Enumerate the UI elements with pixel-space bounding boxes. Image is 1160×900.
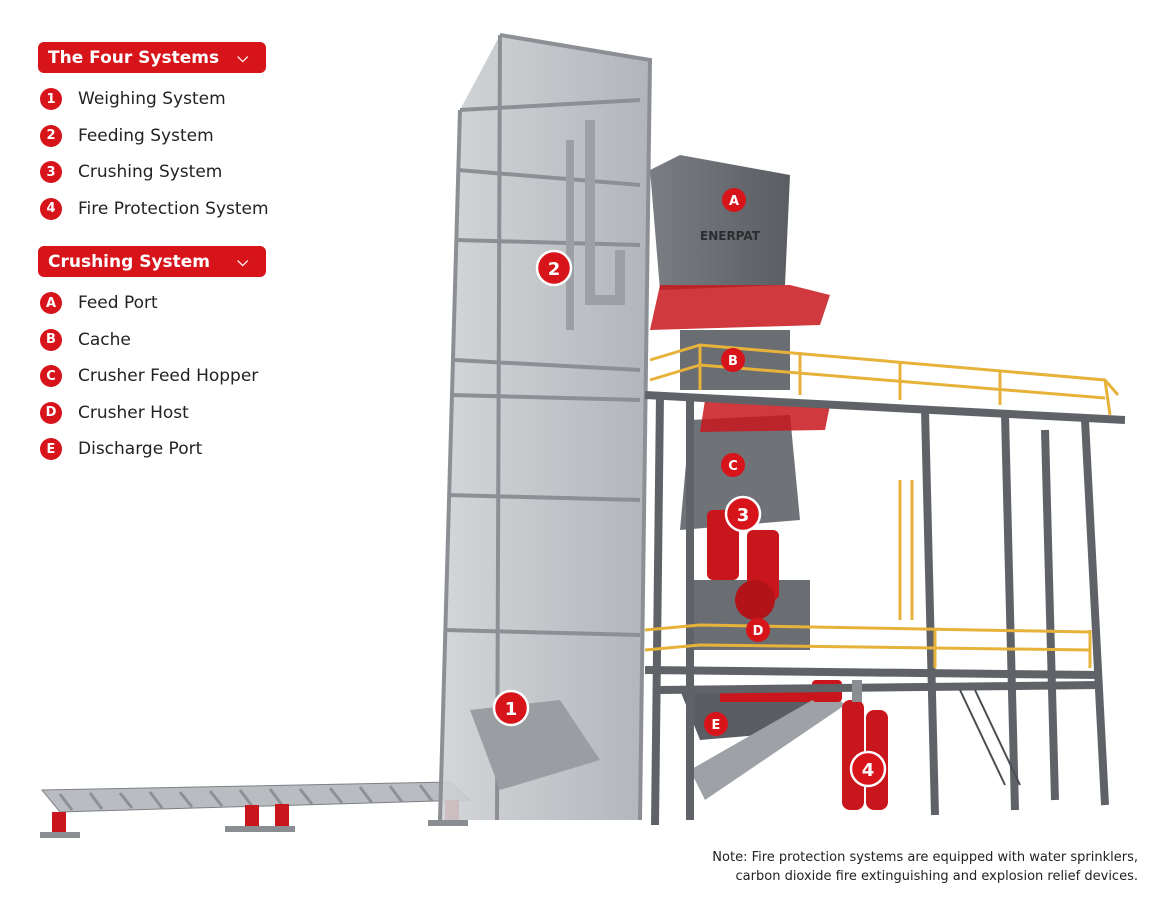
brand-text: ENERPAT <box>700 229 761 243</box>
crushing-system-header: Crushing System ⌵ <box>38 246 266 277</box>
double-chevron-down-icon: ⌵ <box>237 253 248 270</box>
list-item: A Feed Port <box>38 285 298 322</box>
platform-frame <box>644 391 1126 826</box>
callout-c: C <box>721 453 745 477</box>
list-item: C Crusher Feed Hopper <box>38 358 298 395</box>
footnote-line-1: Note: Fire protection systems are equipp… <box>712 850 1138 865</box>
list-item-label: Crusher Feed Hopper <box>78 366 259 387</box>
svg-text:2: 2 <box>548 259 561 280</box>
list-item: D Crusher Host <box>38 395 298 432</box>
callout-a: A <box>722 188 746 212</box>
crushing-system-title: Crushing System <box>48 251 211 272</box>
list-item-label: Discharge Port <box>78 439 203 460</box>
number-badge: 1 <box>40 88 62 111</box>
number-badge: 3 <box>40 161 62 184</box>
footnote-line-2: carbon dioxide fire extinguishing and ex… <box>735 869 1138 884</box>
list-item: 4 Fire Protection System <box>38 191 298 228</box>
callout-1: 1 <box>492 689 530 727</box>
callout-4: 4 <box>849 750 887 788</box>
svg-text:C: C <box>728 459 738 474</box>
svg-text:B: B <box>728 354 738 369</box>
svg-text:4: 4 <box>862 760 875 781</box>
list-item: 1 Weighing System <box>38 81 298 118</box>
svg-text:D: D <box>753 624 764 639</box>
railings <box>644 343 1120 668</box>
letter-badge: A <box>40 292 62 315</box>
svg-text:A: A <box>729 194 739 209</box>
svg-text:3: 3 <box>737 505 750 526</box>
list-item-label: Feeding System <box>78 125 214 146</box>
number-badge: 4 <box>40 197 62 220</box>
letter-badge: E <box>40 438 62 461</box>
crusher-structure <box>650 155 845 800</box>
fire-protection-cylinders <box>842 680 888 810</box>
list-item: 2 Feeding System <box>38 118 298 155</box>
four-systems-list: 1 Weighing System 2 Feeding System 3 Cru… <box>38 81 298 227</box>
list-item-label: Cache <box>78 329 131 350</box>
number-badge: 2 <box>40 124 62 147</box>
four-systems-title: The Four Systems <box>48 47 220 68</box>
letter-badge: B <box>40 328 62 351</box>
feeding-tower <box>438 33 653 821</box>
double-chevron-down-icon: ⌵ <box>237 49 248 66</box>
svg-text:1: 1 <box>505 699 518 720</box>
list-item: E Discharge Port <box>38 431 298 468</box>
list-item-label: Crusher Host <box>78 402 189 423</box>
svg-text:E: E <box>712 718 721 733</box>
list-item-label: Weighing System <box>78 89 226 110</box>
callout-2: 2 <box>535 249 573 287</box>
list-item: 3 Crushing System <box>38 154 298 191</box>
letter-badge: D <box>40 401 62 424</box>
list-item-label: Feed Port <box>78 293 158 314</box>
list-item-label: Fire Protection System <box>78 198 269 219</box>
crushing-system-list: A Feed Port B Cache C Crusher Feed Hoppe… <box>38 285 298 468</box>
callout-b: B <box>721 348 745 372</box>
four-systems-header: The Four Systems ⌵ <box>38 42 266 73</box>
list-item: B Cache <box>38 322 298 359</box>
list-item-label: Crushing System <box>78 162 223 183</box>
callout-d: D <box>746 618 770 642</box>
callout-e: E <box>704 712 728 736</box>
footnote: Note: Fire protection systems are equipp… <box>712 848 1138 886</box>
legend-panel: The Four Systems ⌵ 1 Weighing System 2 F… <box>38 42 298 468</box>
stairs <box>959 689 1021 786</box>
roller-conveyor <box>40 781 472 838</box>
letter-badge: C <box>40 365 62 388</box>
callout-3: 3 <box>724 495 762 533</box>
